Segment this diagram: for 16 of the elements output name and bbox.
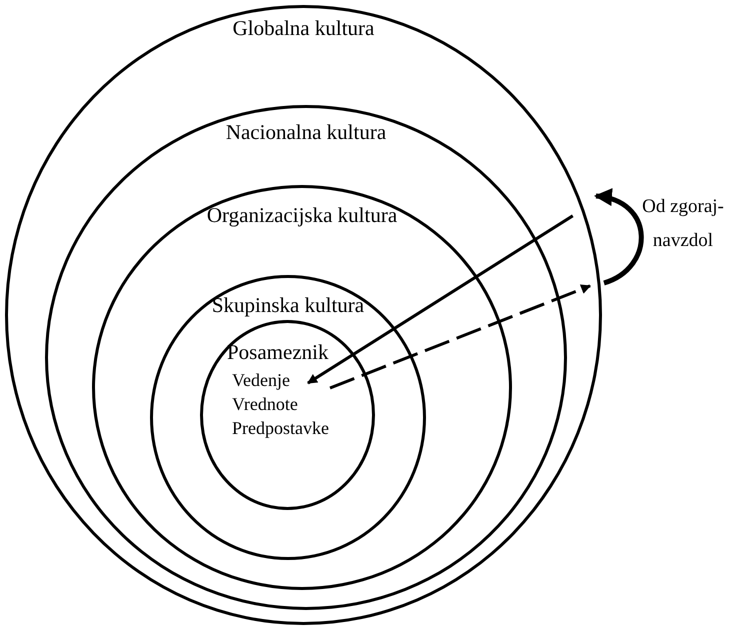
circle-layer	[45, 105, 567, 610]
list-item: Vrednote	[232, 393, 298, 416]
list-item: Predpostavke	[232, 417, 329, 440]
direction-label: Od zgoraj-navzdol	[641, 195, 725, 253]
core-label: Posameznik	[227, 340, 328, 364]
ring-label: Organizacijska kultura	[206, 203, 398, 227]
ring-label: Nacionalna kultura	[224, 120, 388, 144]
circle-core	[200, 320, 375, 510]
circle-layer	[92, 185, 512, 590]
arrow	[307, 214, 574, 384]
circle-layer	[5, 5, 602, 625]
arrow	[329, 284, 591, 390]
list-item: Vedenje	[232, 369, 290, 392]
ring-label: Skupinska kultura	[210, 293, 366, 317]
circle-layer	[150, 275, 426, 560]
ring-label: Globalna kultura	[232, 16, 376, 40]
